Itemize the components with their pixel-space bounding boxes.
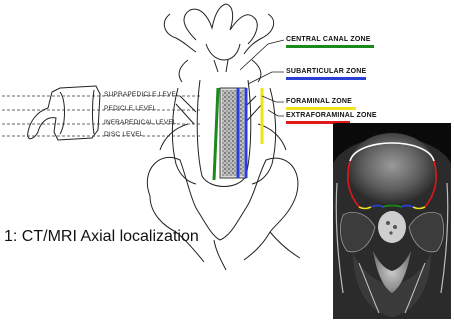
stippled-canal: [220, 88, 246, 178]
zone-label-subarticular: SUBARTICULAR ZONE: [286, 68, 366, 75]
zone-label-central-canal: CENTRAL CANAL ZONE: [286, 36, 371, 43]
figure-caption: 1: CT/MRI Axial localization: [4, 228, 199, 246]
level-label-infrapedical: INFRAPEDICAL LEVEL: [104, 119, 177, 126]
zone-label-foraminal: FORAMINAL ZONE: [286, 98, 352, 105]
zone-line-green: [286, 45, 374, 48]
level-label-pedicle: PEDICLE LEVEL: [104, 105, 156, 112]
green-zone-line: [214, 88, 218, 180]
zone-line-blue: [286, 77, 366, 80]
zone-label-extraforaminal: EXTRAFORAMINAL ZONE: [286, 112, 377, 119]
level-label-disc: DISC LEVEL: [104, 131, 144, 138]
zone-line-yellow: [286, 107, 356, 110]
mri-axial-image: [333, 123, 451, 319]
level-label-suprapedicle: SUPRAPEDICLE LEVEL: [104, 91, 180, 98]
